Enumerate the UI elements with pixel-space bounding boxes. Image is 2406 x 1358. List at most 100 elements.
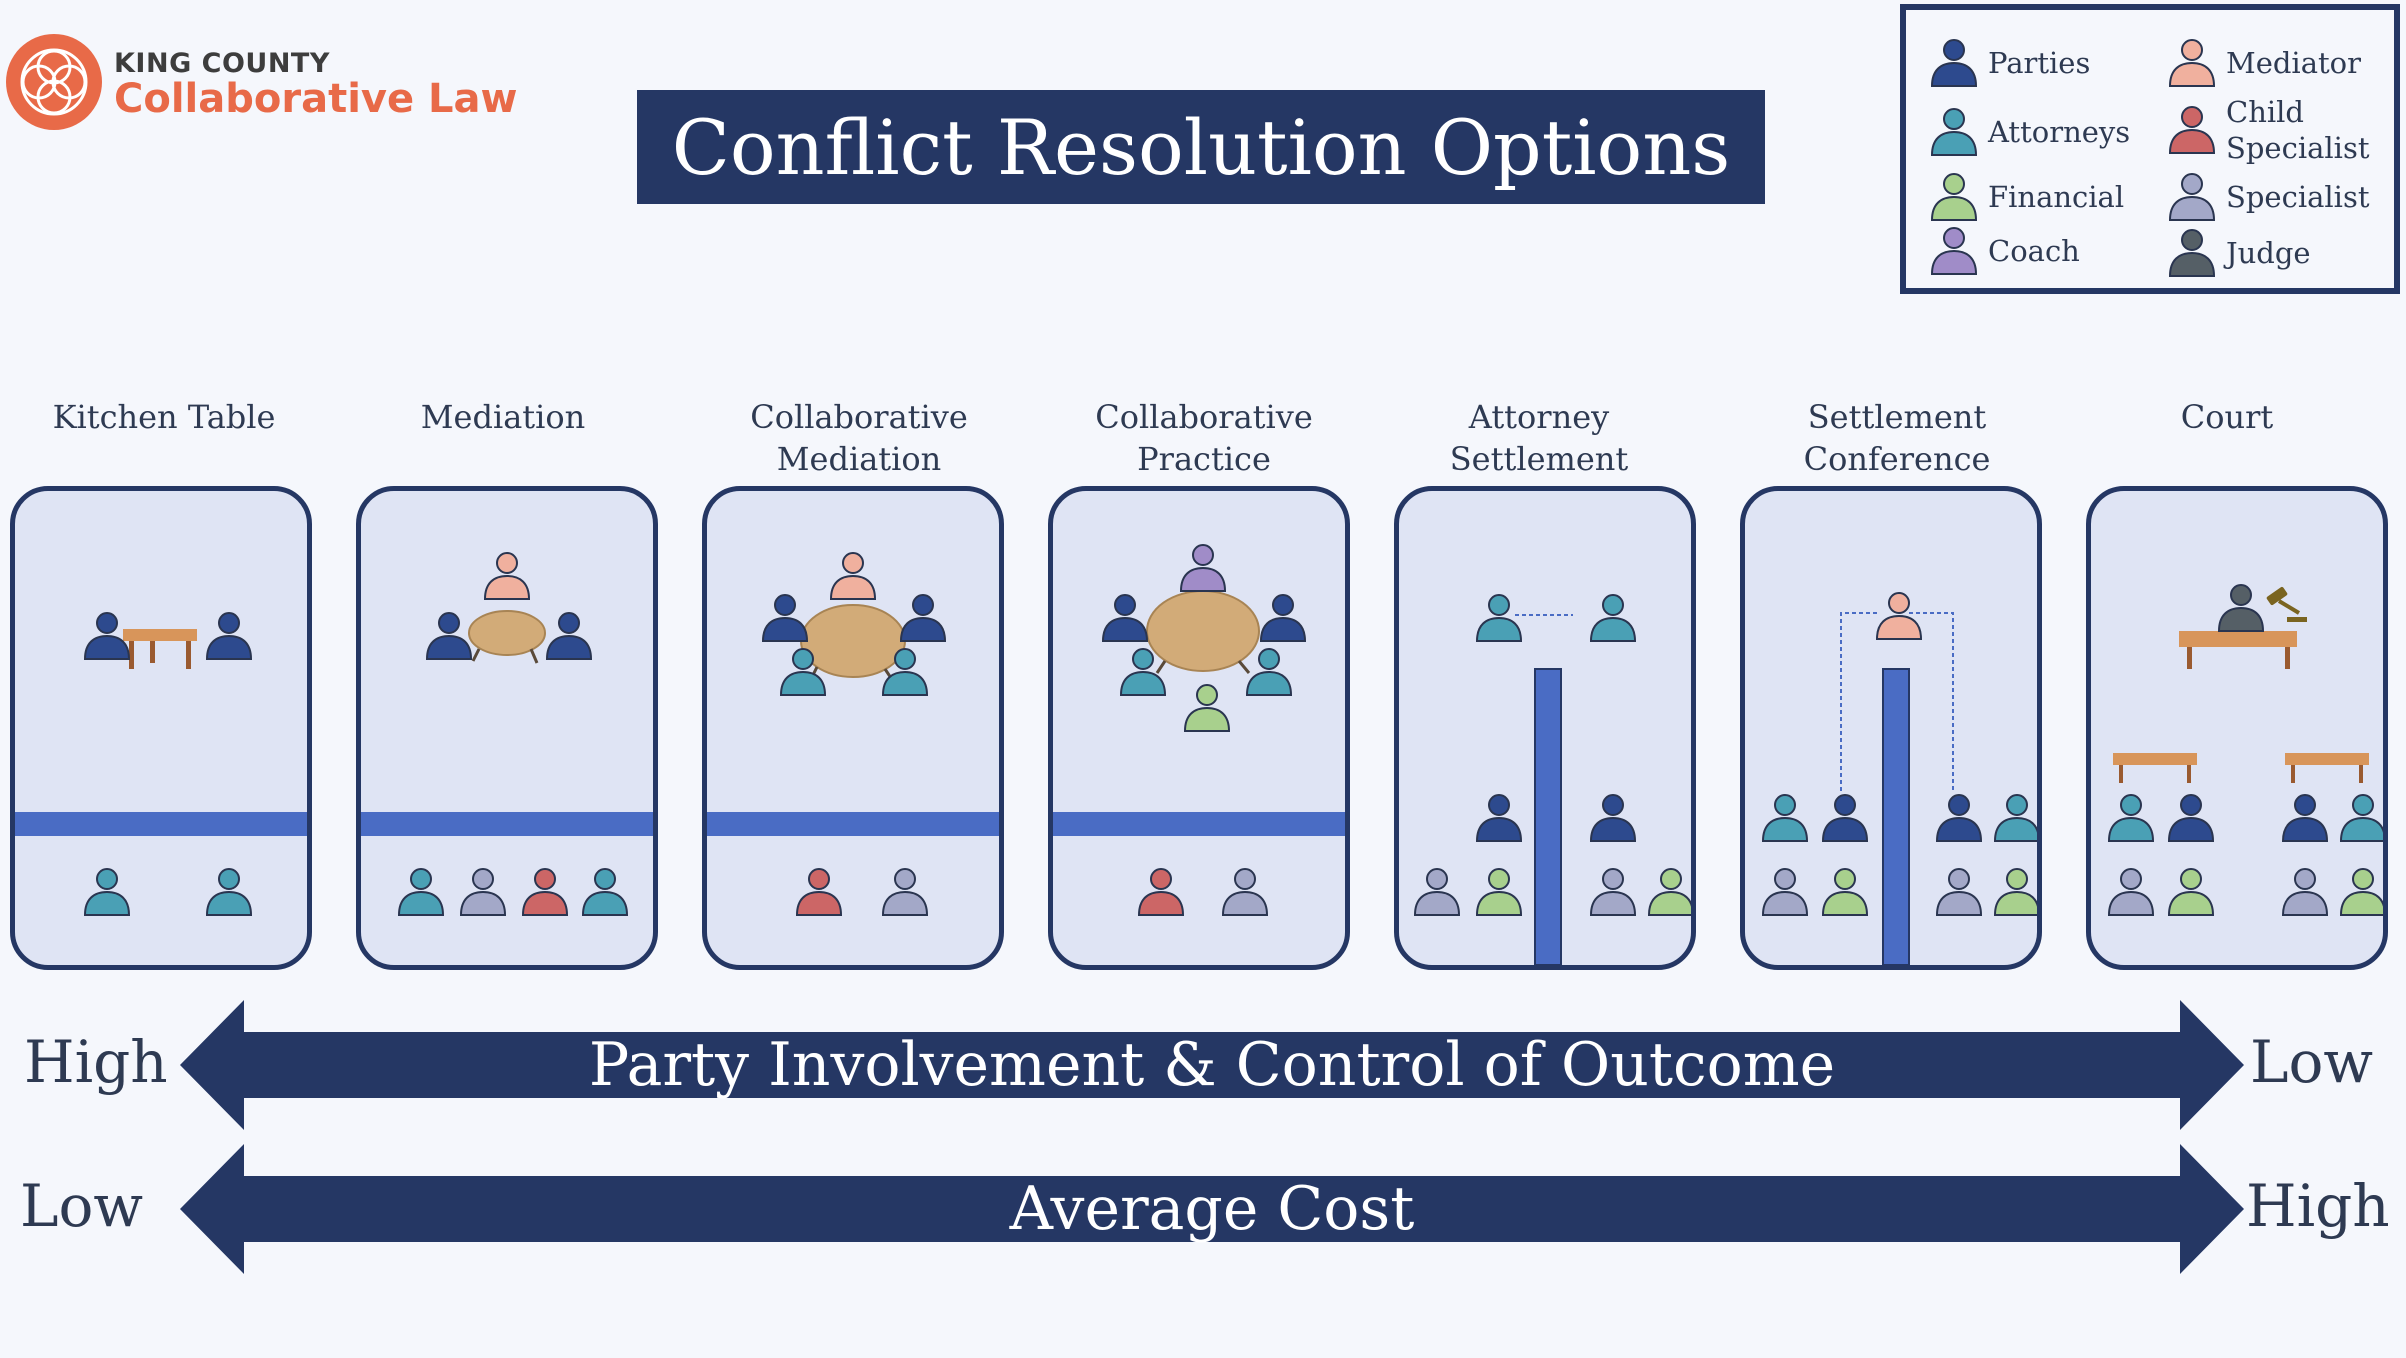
specialist-person-icon (459, 868, 507, 916)
attorney-settlement-scene (1413, 594, 1691, 965)
mediator-person-icon (483, 552, 531, 600)
child-specialist-person-icon (795, 868, 843, 916)
settlement-conference-scene (1761, 592, 2037, 965)
gavel-icon (2266, 586, 2307, 622)
attorneys-person-icon (397, 868, 445, 916)
parties-person-icon (2281, 794, 2329, 842)
legend-item-mediator: Mediator (2166, 36, 2361, 90)
legend-label: Financial (1988, 180, 2125, 214)
column-label-line1: Settlement (1807, 398, 1987, 436)
column-label-line2: Settlement (1449, 440, 1629, 478)
separator-bar (707, 812, 999, 836)
separator-bar (15, 812, 307, 836)
page-title: Conflict Resolution Options (671, 102, 1731, 192)
attorneys-person-icon (2107, 794, 2155, 842)
legend-item-child-specialist: Child Specialist (2166, 94, 2370, 166)
logo-text-top: KING COUNTY (114, 48, 330, 79)
attorneys-person-icon (1761, 794, 1809, 842)
legend-item-judge: Judge (2166, 226, 2311, 280)
coach-person-icon (1179, 544, 1227, 592)
legend-label: Attorneys (1988, 115, 2131, 149)
attorneys-person-icon (1119, 648, 1167, 696)
parties-person-icon (2167, 794, 2215, 842)
parties-person-icon (1259, 594, 1307, 642)
legend-label: Mediator (2226, 46, 2361, 80)
legend-label: Coach (1988, 234, 2080, 268)
column-label-line1: Mediation (420, 398, 586, 436)
specialist-person-icon (881, 868, 929, 916)
separator-bar (361, 812, 653, 836)
specialist-person-icon (1413, 868, 1461, 916)
judge-person-icon (2217, 584, 2265, 632)
separator-bar (1053, 812, 1345, 836)
attorneys-person-icon (1475, 594, 1523, 642)
parties-person-icon (1935, 794, 1983, 842)
mediator-link-left (1840, 612, 1877, 791)
divider-wall (1534, 668, 1562, 965)
involvement-arrow-label: Party Involvement & Control of Outcome (588, 1030, 1836, 1100)
column-label-line1: Kitchen Table (52, 398, 276, 436)
attorneys-person-icon (1993, 794, 2037, 842)
coach-person-icon (1930, 227, 1978, 275)
specialist-person-icon (2281, 868, 2329, 916)
parties-person-icon (1101, 594, 1149, 642)
column-label-court: Court (2072, 396, 2382, 438)
round-table-icon (1146, 590, 1260, 674)
parties-person-icon (1475, 794, 1523, 842)
judge-bench-icon (2179, 631, 2297, 669)
column-label-collaborative-practice: Collaborative Practice (1049, 396, 1359, 480)
legend-item-coach: Coach (1928, 224, 2080, 278)
panel-mediation (356, 486, 658, 970)
parties-person-icon (1930, 39, 1978, 87)
financial-person-icon (1821, 868, 1869, 916)
judge-person-icon (2168, 229, 2216, 277)
cost-arrow (180, 1144, 2244, 1274)
column-label-collaborative-mediation: Collaborative Mediation (704, 396, 1014, 480)
child-specialist-person-icon (1137, 868, 1185, 916)
child-specialist-person-icon (521, 868, 569, 916)
mediator-person-icon (2168, 39, 2216, 87)
specialist-person-icon (1589, 868, 1637, 916)
column-label-settlement-conference: Settlement Conference (1742, 396, 2052, 480)
financial-person-icon (2339, 868, 2383, 916)
column-label-mediation: Mediation (348, 396, 658, 438)
parties-person-icon (1821, 794, 1869, 842)
attorneys-person-icon (205, 868, 253, 916)
involvement-right-label: Low (2250, 1028, 2374, 1096)
mediator-link-right (1909, 612, 1954, 791)
legend-label: Judge (2226, 236, 2311, 270)
financial-person-icon (1647, 868, 1691, 916)
mediator-person-icon (1875, 592, 1923, 640)
court-scene (2107, 584, 2383, 916)
divider-wall (1882, 668, 1910, 965)
financial-person-icon (1930, 173, 1978, 221)
parties-person-icon (1589, 794, 1637, 842)
logo: KING COUNTY Collaborative Law (4, 32, 524, 142)
attorneys-person-icon (1589, 594, 1637, 642)
logo-mark-icon (6, 34, 102, 130)
cost-right-label: High (2246, 1172, 2390, 1240)
involvement-arrow (180, 1000, 2244, 1130)
round-table-icon (468, 610, 546, 664)
financial-person-icon (1475, 868, 1523, 916)
collaborative-mediation-scene (707, 552, 999, 916)
attorneys-person-icon (779, 648, 827, 696)
parties-person-icon (545, 612, 593, 660)
legend-label-line1: Child (2226, 95, 2304, 129)
attorneys-person-icon (2339, 794, 2383, 842)
column-label-line1: Collaborative (1095, 398, 1313, 436)
cost-arrow-label: Average Cost (1009, 1174, 1415, 1244)
panel-court (2086, 486, 2388, 970)
left-table-icon (2113, 753, 2197, 783)
cost-left-label: Low (20, 1172, 144, 1240)
legend-label: Specialist (2226, 180, 2370, 214)
legend-item-attorneys: Attorneys (1928, 105, 2130, 159)
panel-attorney-settlement (1394, 486, 1696, 970)
legend-item-parties: Parties (1928, 36, 2090, 90)
panel-kitchen-table (10, 486, 312, 970)
legend-label-line2: Specialist (2226, 131, 2370, 165)
panel-settlement-conference (1740, 486, 2042, 970)
right-table-icon (2285, 753, 2369, 783)
involvement-left-label: High (24, 1028, 168, 1096)
